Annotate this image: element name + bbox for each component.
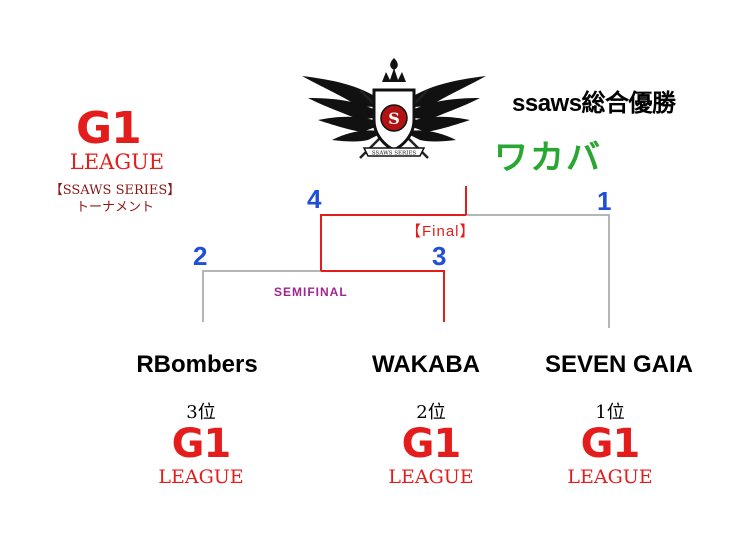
- semifinal-left-score: 2: [193, 241, 208, 271]
- champion-name: ワカバ: [494, 139, 602, 177]
- g1-logo-seven-gaia: G1: [580, 421, 641, 467]
- final-label: 【Final】: [406, 223, 476, 240]
- series-label: 【SSAWS SERIES】: [49, 183, 181, 198]
- tournament-label: トーナメント: [75, 200, 154, 215]
- final-right-score: 1: [597, 186, 612, 216]
- rank-wakaba: 2位: [416, 402, 446, 423]
- team-name-wakaba: WAKABA: [372, 351, 480, 378]
- emblem-letter: S: [388, 109, 400, 128]
- semifinal-right-line: [321, 270, 445, 322]
- league-label-seven-gaia: LEAGUE: [567, 466, 653, 488]
- league-label-wakaba: LEAGUE: [388, 466, 474, 488]
- team-name-seven-gaia: SEVEN GAIA: [544, 351, 694, 378]
- semifinal-label: SEMIFINAL: [274, 285, 348, 299]
- semifinal-to-final-line: [320, 214, 466, 271]
- semifinal-right-score: 3: [432, 241, 447, 271]
- g1-logo-wakaba: G1: [401, 421, 462, 467]
- overall-champion-caption: ssaws総合優勝: [512, 90, 676, 117]
- ssaws-winged-emblem: S SSAWS SERIES: [302, 58, 486, 159]
- left-league-label: LEAGUE: [69, 150, 165, 174]
- semifinal-left-line: [202, 270, 321, 322]
- rank-seven-gaia: 1位: [595, 402, 625, 423]
- g1-logo-rbombers: G1: [171, 421, 232, 467]
- left-g1-logo: G1: [76, 103, 142, 154]
- final-right-line: [466, 214, 610, 328]
- team-name-rbombers: RBombers: [136, 351, 258, 378]
- league-label-rbombers: LEAGUE: [158, 466, 244, 488]
- rank-rbombers: 3位: [186, 402, 216, 423]
- final-left-score: 4: [307, 184, 322, 214]
- emblem-banner-text: SSAWS SERIES: [372, 151, 416, 157]
